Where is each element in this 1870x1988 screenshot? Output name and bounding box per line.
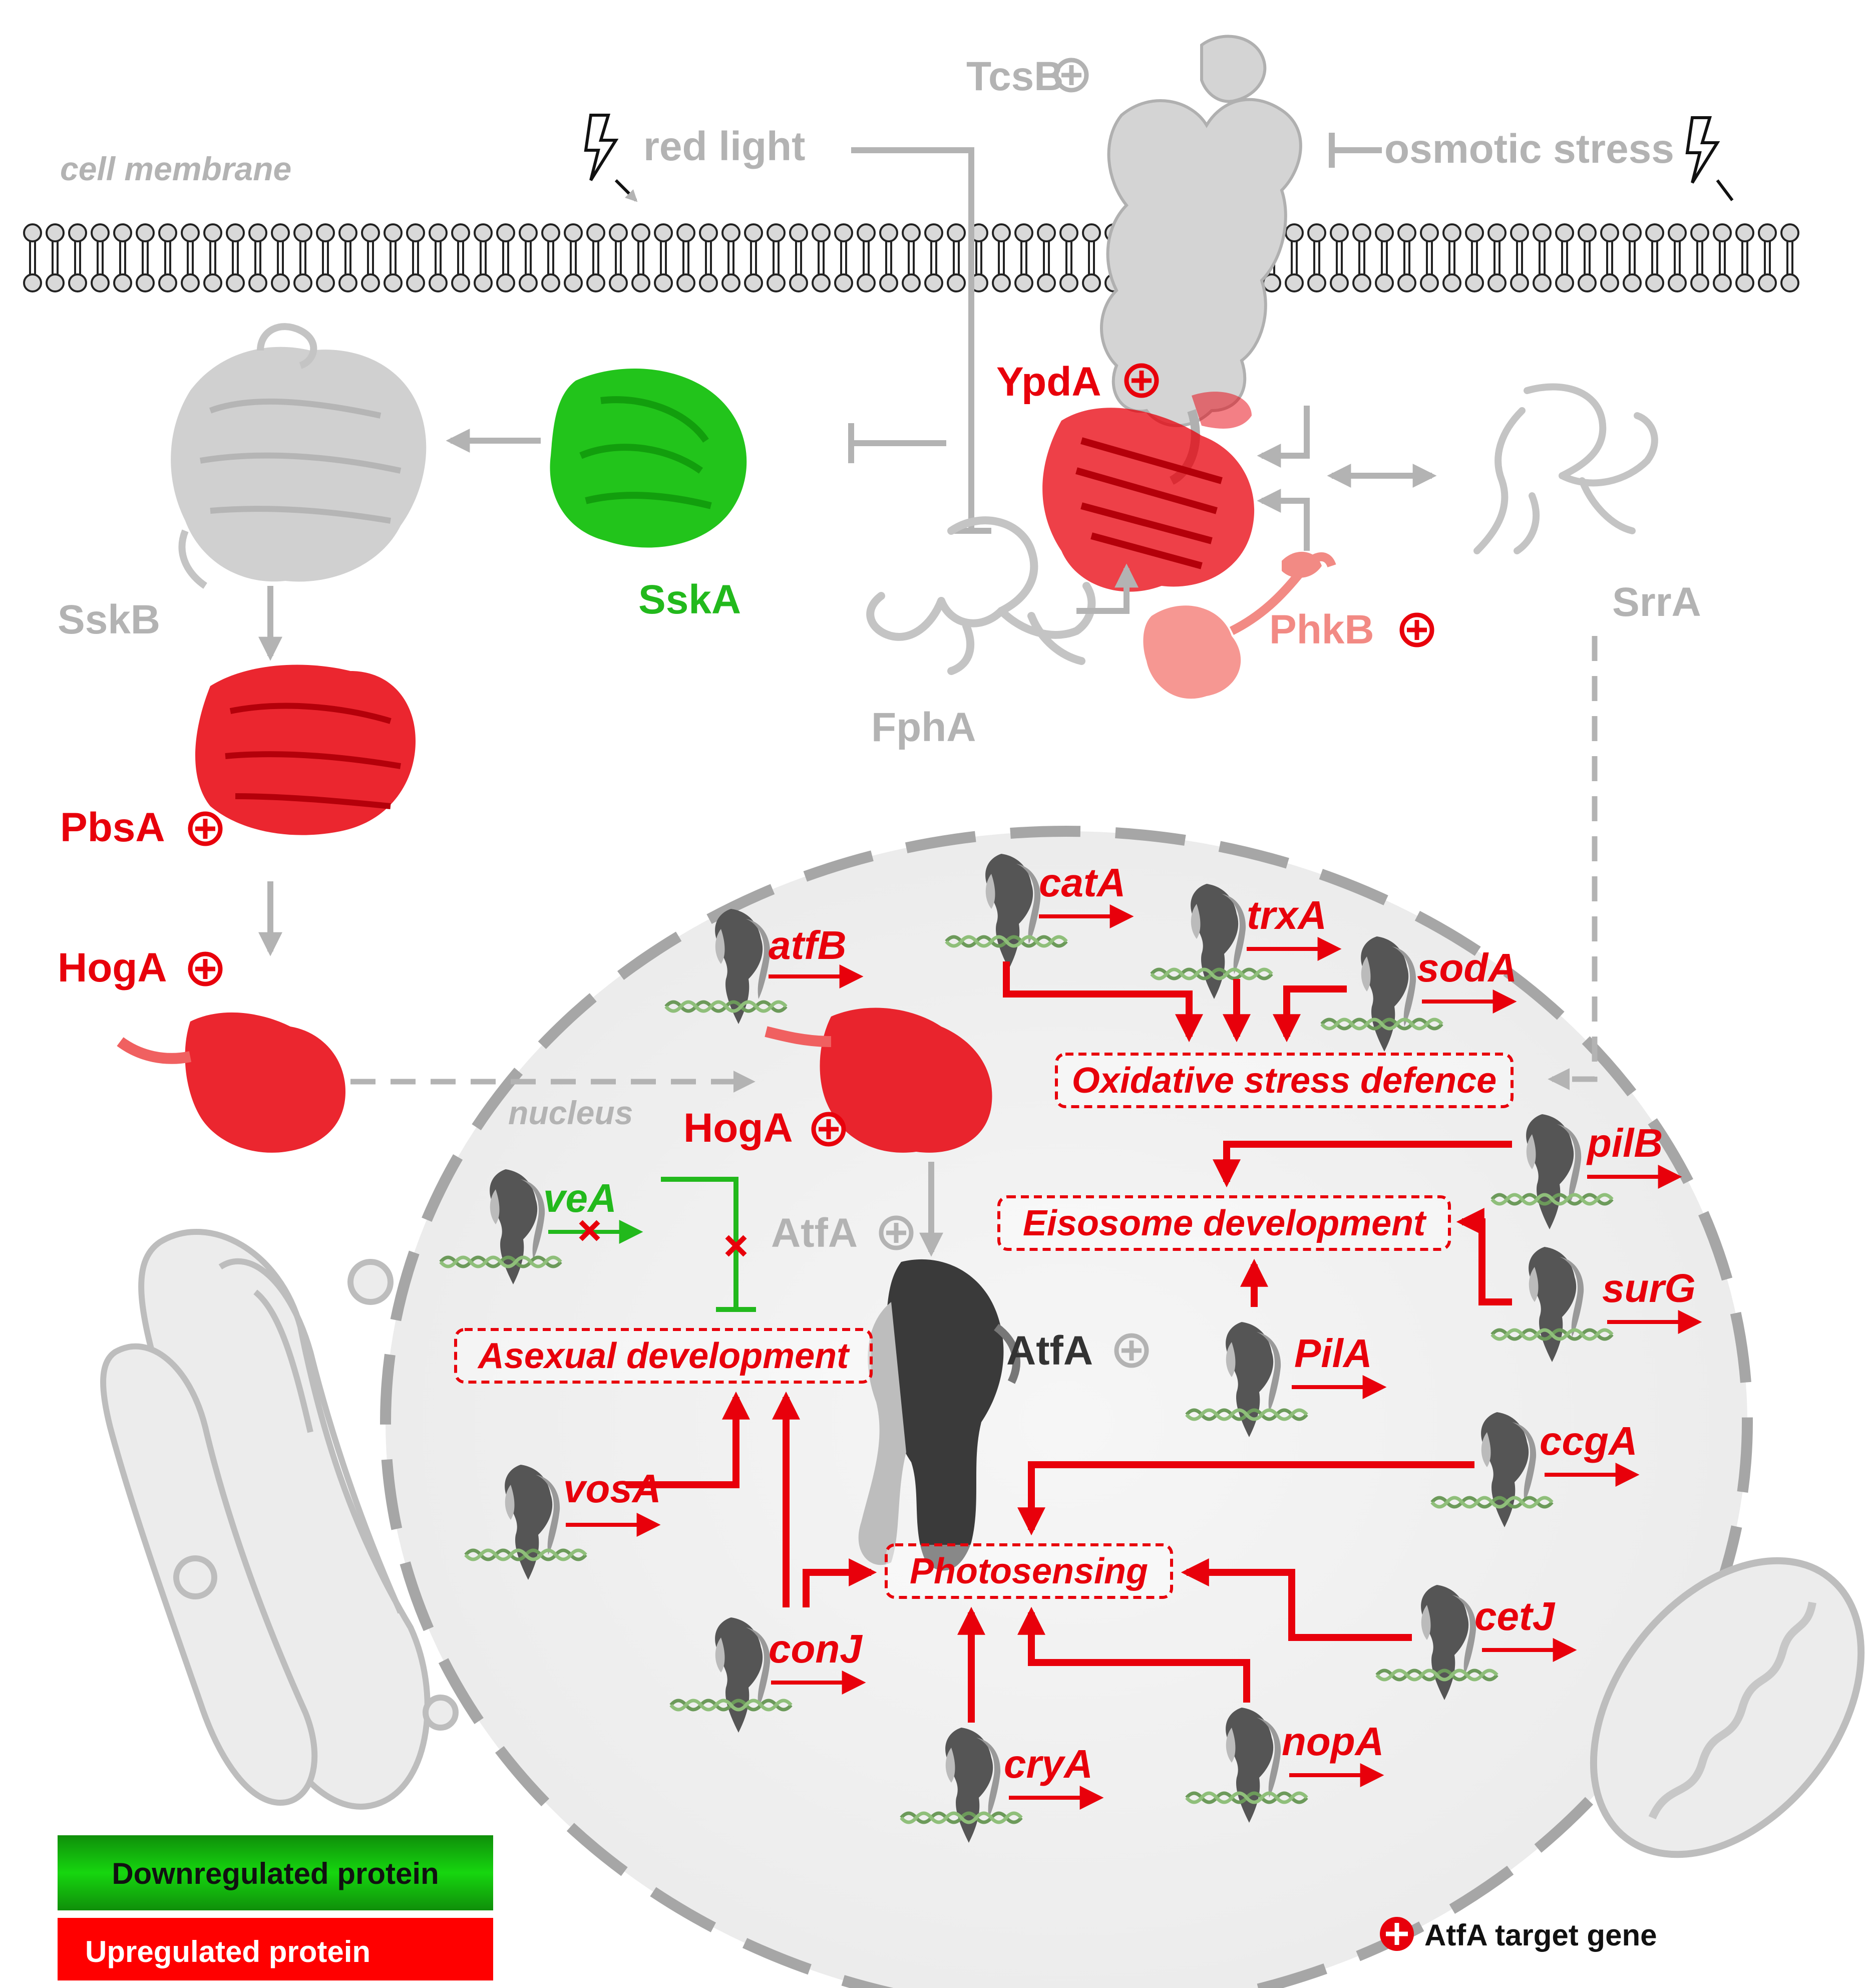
gene-crya-label: cryA (1004, 1742, 1093, 1786)
legend: Downregulated protein Upregulated protei… (58, 1835, 493, 1980)
process-oxidative: Oxidative stress defence (1055, 1053, 1514, 1108)
gene-ccga-label: ccgA (1540, 1419, 1638, 1463)
ypda-protein (1042, 392, 1255, 592)
block-x-icon (725, 1235, 747, 1257)
fpha-protein (866, 516, 1096, 675)
atfa-main-target-icon (1114, 1333, 1149, 1368)
hoga-nuc-protein (765, 1008, 992, 1153)
gene-vosa-label: vosA (563, 1466, 661, 1511)
tcsb-protein (1100, 35, 1302, 485)
phkb-to-ypda-arrow (1257, 489, 1310, 551)
gene-nopa: nopA (1187, 1708, 1384, 1823)
golgi-apparatus (100, 1229, 459, 1810)
gene-trxa: trxA (1152, 884, 1342, 999)
hoga-cyto-label: HogA (58, 945, 167, 990)
legend-down-label: Downregulated protein (112, 1857, 439, 1890)
phkb-label: PhkB (1269, 607, 1374, 652)
mitochondrion (1590, 1557, 1865, 1858)
atfa-protein (858, 1259, 1020, 1571)
phkb-target-icon (1399, 612, 1434, 647)
vea-inhibition-line (661, 1177, 738, 1309)
nucleus-label: nucleus (508, 1094, 633, 1131)
gene-conj-label: conJ (769, 1626, 863, 1671)
gene-vea-label: veA (543, 1176, 617, 1220)
red-light-path (851, 147, 974, 531)
process-asexual: Asexual development (454, 1328, 873, 1384)
sska-protein (550, 369, 747, 548)
gene-vosa: vosA (466, 1465, 661, 1580)
fpha-label: FphA (871, 705, 976, 750)
atfa-main-label: AtfA (1006, 1328, 1093, 1374)
srra-to-oxidative-arrow (1548, 636, 1598, 1090)
osmotic-stress-label: osmotic stress (1384, 126, 1674, 172)
atfa-top-target-icon (879, 1215, 914, 1250)
red-light-label: red light (643, 124, 805, 169)
photosensing-label: Photosensing (910, 1551, 1148, 1591)
gene-surg-label: surG (1602, 1266, 1696, 1310)
gene-cata-label: catA (1039, 860, 1126, 905)
gene-pilb-label: pilB (1586, 1121, 1663, 1165)
gene-soda: sodA (1322, 936, 1517, 1052)
hoga-cyto-protein (117, 1012, 345, 1153)
nucleus-boundary (380, 826, 1753, 1988)
sskb-label: SskB (58, 597, 160, 642)
legend-up-label: Upregulated protein (85, 1935, 370, 1968)
lightning-bolt-icon (584, 114, 619, 181)
lightning-bolt-icon (1685, 116, 1720, 184)
block-x-icon (579, 1220, 600, 1241)
gene-pila-label: PilA (1294, 1331, 1372, 1376)
cell-membrane (20, 223, 1807, 292)
asexual-label: Asexual development (477, 1336, 850, 1376)
sska-label: SskA (638, 577, 741, 622)
pbsa-label: PbsA (60, 805, 165, 850)
gene-trxa-label: trxA (1247, 893, 1327, 937)
oxidative-label: Oxidative stress defence (1072, 1061, 1497, 1101)
gene-pilb: pilB (1492, 1114, 1682, 1229)
cell-membrane-label: cell membrane (60, 150, 291, 187)
eisosome-label: Eisosome development (1023, 1203, 1427, 1243)
gene-cetj-label: cetJ (1474, 1594, 1556, 1638)
gene-pila: PilA (1187, 1322, 1387, 1437)
gene-soda-label: sodA (1417, 945, 1517, 990)
ypda-label: YpdA (996, 359, 1101, 405)
legend-up-swatch (58, 1918, 493, 1980)
gene-conj: conJ (671, 1617, 866, 1733)
hoga-cyto-target-icon (188, 951, 223, 986)
pbsa-protein (195, 665, 416, 835)
gene-surg: surG (1492, 1247, 1702, 1362)
tcsb-to-ypda-arrow (1257, 406, 1310, 468)
gene-atfb-label: atfB (769, 923, 847, 967)
gene-vea: veA (441, 1169, 643, 1284)
gene-ccga: ccgA (1432, 1412, 1640, 1527)
tcsb-label: TcsB (966, 54, 1063, 99)
sskb-protein (171, 323, 427, 589)
gene-atfb: atfB (666, 909, 864, 1024)
phkb-protein (1143, 551, 1336, 699)
gene-crya: cryA (901, 1728, 1104, 1843)
gene-cata: catA (946, 854, 1134, 969)
srra-label: SrrA (1612, 579, 1701, 625)
hoga-nuc-label: HogA (683, 1105, 793, 1151)
legend-target-label: AtfA target gene (1424, 1918, 1657, 1952)
atfa-top-label: AtfA (771, 1210, 858, 1256)
legend-target: AtfA target gene (1380, 1917, 1657, 1952)
fpha-to-ypda-arrow (1076, 563, 1139, 614)
hoga-nuc-target-icon (811, 1112, 846, 1147)
tcsb-target-icon (1054, 58, 1089, 93)
regulatory-arrows (626, 961, 1512, 1723)
process-eisosome: Eisosome development (997, 1195, 1451, 1251)
gene-cetj: cetJ (1377, 1585, 1577, 1700)
pbsa-target-icon (188, 811, 223, 846)
ypda-target-icon (1124, 363, 1159, 398)
srra-protein (1473, 383, 1658, 554)
process-photosensing: Photosensing (885, 1543, 1173, 1599)
gene-nopa-label: nopA (1282, 1719, 1384, 1764)
legend-down-swatch (58, 1835, 493, 1910)
